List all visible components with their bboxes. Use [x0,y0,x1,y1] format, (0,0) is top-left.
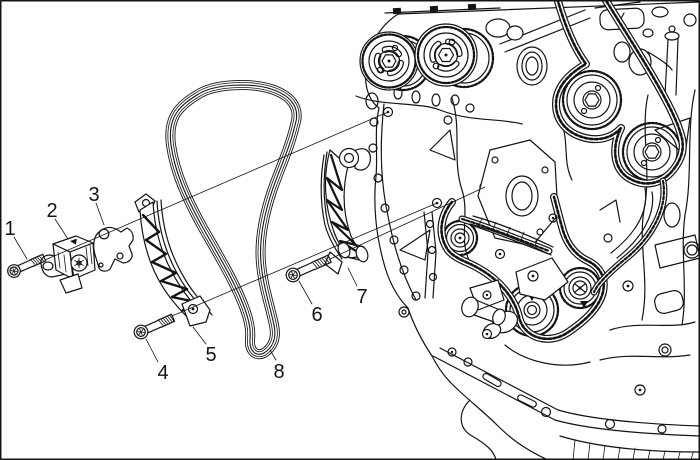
crankshaft-snout [481,310,519,340]
lower-chain-guide-rail [472,215,554,248]
lower-timing-chain [437,193,608,343]
centerline-bolt-4 [171,202,438,317]
leader-8 [269,349,277,361]
callout-label-8: 8 [273,361,284,383]
part-chain-guide-5 [134,193,213,327]
leader-3 [95,202,105,226]
callout-label-6: 6 [311,304,322,326]
left-bank-cam-phasers [359,23,495,92]
callouts: 1 2 3 4 5 6 7 8 [4,184,367,384]
leader-7 [347,267,358,287]
oil-pan [432,344,700,460]
part-gasket-3 [93,226,134,272]
leader-5 [192,326,207,345]
callout-label-1: 1 [4,218,15,240]
part-bolt-4 [133,313,176,340]
callout-label-7: 7 [356,286,367,308]
fastener-centerlines [44,111,486,317]
part-bolt-1 [7,253,47,278]
leader-1 [13,236,28,260]
callout-label-3: 3 [88,184,99,206]
right-bank-guide-rail [616,191,654,259]
part-tensioner-2 [40,235,96,294]
callout-label-4: 4 [157,362,168,384]
part-timing-chain-8 [165,80,302,360]
part-bolt-6 [285,254,332,283]
engine-block-drawing [355,0,700,460]
centerline-bolt-6 [329,186,486,260]
callout-label-2: 2 [46,200,57,222]
leader-4 [145,338,159,363]
centerline-bolt-1 [44,111,389,261]
leader-2 [54,218,69,240]
leader-6 [298,280,313,305]
callout-leaders [13,202,358,363]
callout-label-5: 5 [205,344,216,366]
right-bank-timing-chain [552,0,687,296]
